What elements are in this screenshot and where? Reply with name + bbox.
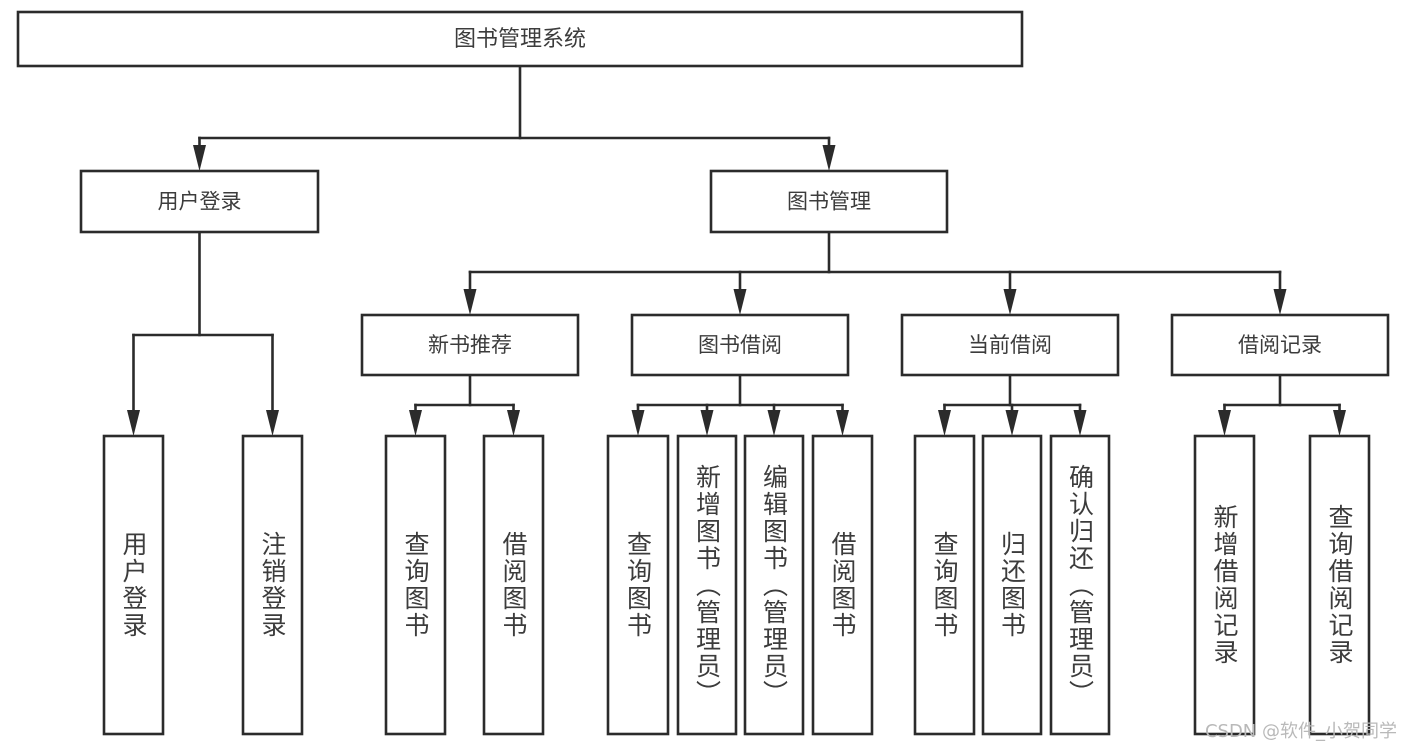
node-box-leaf-confirm-return-admin[interactable] [1049, 434, 1111, 736]
connector-conn-bookmgmt-bus [463, 230, 1287, 315]
node-box-leaf-add-book-admin[interactable] [676, 434, 738, 736]
node-label-new-book-recommend: 新书推荐 [428, 333, 512, 357]
node-label-borrow-record: 借阅记录 [1238, 333, 1322, 357]
node-box-leaf-query-book-borrow[interactable] [606, 434, 670, 736]
node-box-leaf-borrow-book-recommend[interactable] [482, 434, 545, 736]
node-label-user-login: 用户登录 [158, 190, 242, 214]
node-label-root: 图书管理系统 [454, 27, 586, 52]
connector-conn-userlogin-bus [127, 230, 279, 436]
node-box-leaf-return-book[interactable] [981, 434, 1043, 736]
connector-conn-current-bus [938, 373, 1087, 436]
connector-conn-record-bus [1218, 373, 1346, 436]
node-box-leaf-borrow-book[interactable] [811, 434, 874, 736]
node-box-leaf-query-book-current[interactable] [913, 434, 976, 736]
node-box-leaf-add-borrow-record[interactable] [1193, 434, 1256, 736]
connectors-layer [127, 64, 1346, 436]
node-box-book-management[interactable] [709, 169, 949, 234]
node-box-root[interactable] [16, 10, 1024, 68]
node-box-leaf-edit-book-admin[interactable] [743, 434, 805, 736]
node-box-leaf-query-book-recommend[interactable] [384, 434, 447, 736]
node-box-leaf-user-login[interactable] [102, 434, 165, 736]
connector-conn-root-bus [193, 64, 836, 171]
node-box-current-borrow[interactable] [900, 313, 1120, 377]
boxes-layer [16, 10, 1390, 736]
node-box-leaf-query-borrow-record[interactable] [1308, 434, 1371, 736]
connector-conn-borrow-bus [631, 373, 849, 436]
node-box-book-borrow[interactable] [630, 313, 850, 377]
node-label-book-borrow: 图书借阅 [698, 333, 782, 357]
node-label-current-borrow: 当前借阅 [968, 333, 1052, 357]
connector-conn-recommend-bus [409, 373, 520, 436]
node-label-book-management: 图书管理 [787, 190, 871, 214]
node-box-new-book-recommend[interactable] [360, 313, 580, 377]
node-box-borrow-record[interactable] [1170, 313, 1390, 377]
node-box-user-login[interactable] [79, 169, 320, 234]
node-box-leaf-logout[interactable] [241, 434, 304, 736]
